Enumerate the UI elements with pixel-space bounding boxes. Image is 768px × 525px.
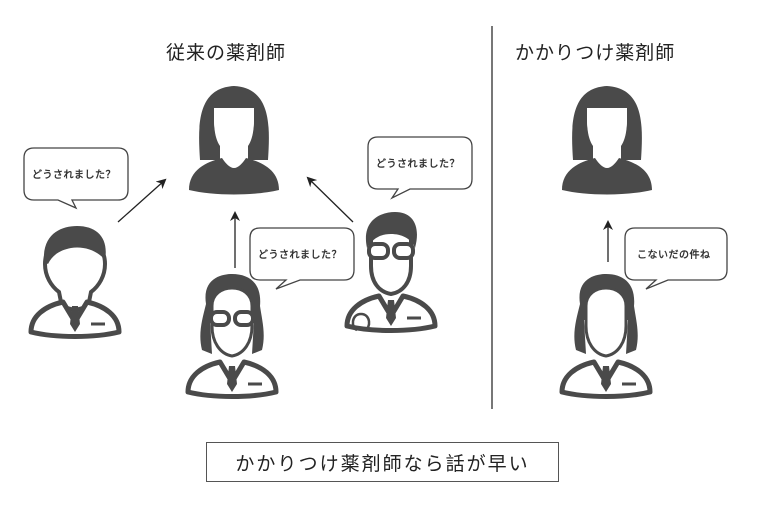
female-pharmacist-right-icon <box>562 274 650 397</box>
caption-text: かかりつけ薬剤師なら話が早い <box>235 452 530 475</box>
bubble-text-2: どうされました？ <box>258 250 342 261</box>
speech-bubble-4 <box>624 227 728 290</box>
left-pharmacist-icon <box>189 86 279 195</box>
arrow-from-doctor <box>306 176 354 223</box>
male-doctor-glasses-icon <box>347 212 435 331</box>
speech-bubble-2 <box>249 227 355 290</box>
left-section-title: 従来の薬剤師 <box>166 42 287 64</box>
right-pharmacist-icon <box>562 86 652 195</box>
female-pharmacist-glasses-icon <box>188 274 276 397</box>
bubble-text-3: どうされました？ <box>376 159 460 170</box>
caption-box: かかりつけ薬剤師なら話が早い <box>206 442 559 482</box>
right-section-title: かかりつけ薬剤師 <box>515 42 676 64</box>
section-divider <box>491 26 493 409</box>
speech-bubble-3 <box>367 136 473 200</box>
arrow-from-male <box>117 178 167 223</box>
male-pharmacist-icon <box>31 226 119 337</box>
speech-bubble-1 <box>23 147 129 210</box>
bubble-text-1: どうされました？ <box>32 170 116 181</box>
bubble-text-4: こないだの件ね <box>637 250 711 261</box>
